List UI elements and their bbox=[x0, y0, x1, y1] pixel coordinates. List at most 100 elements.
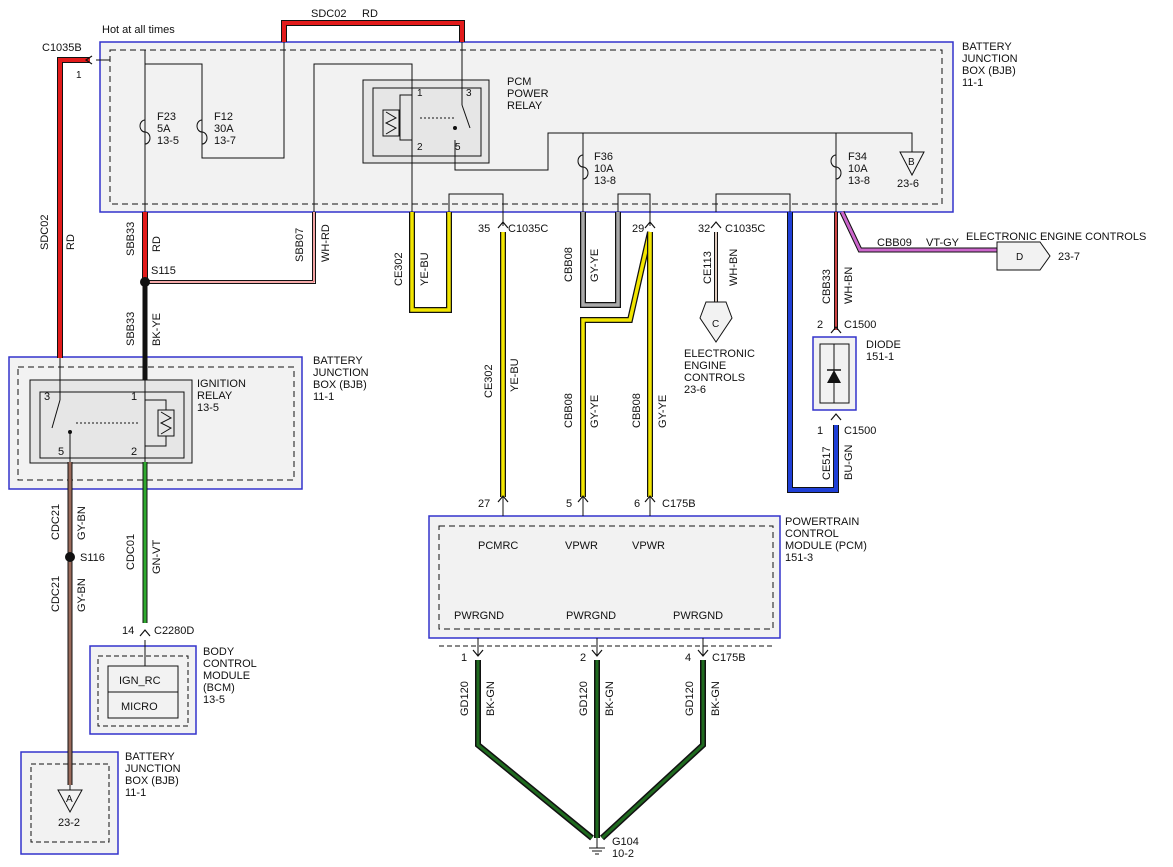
sdc02-code: SDC02 bbox=[39, 215, 51, 250]
pin-32: 32 bbox=[698, 223, 710, 235]
f36-amp: 10A bbox=[594, 163, 614, 175]
bjb-top-t3: BOX (BJB) bbox=[962, 65, 1016, 77]
bcm-t2: CONTROL bbox=[203, 658, 257, 670]
cbb08b-color: GY-YE bbox=[589, 395, 601, 428]
gd120c-code: GD120 bbox=[684, 681, 696, 716]
ce302b-color: YE-BU bbox=[509, 358, 521, 392]
bjb-top-t1: BATTERY bbox=[962, 41, 1012, 53]
bjb-bot-t2: JUNCTION bbox=[125, 763, 181, 775]
splice-s115 bbox=[140, 277, 150, 287]
ign-pin3: 3 bbox=[44, 391, 50, 403]
wire-sbb07 bbox=[145, 212, 316, 284]
c1035c-a: C1035C bbox=[508, 223, 548, 235]
cdc01-code: CDC01 bbox=[125, 534, 137, 570]
c1035b-label: C1035B bbox=[42, 42, 82, 54]
pcm-t1: POWERTRAIN bbox=[785, 516, 859, 528]
ign-bjb-ref: 11-1 bbox=[313, 391, 334, 403]
ce517-code: CE517 bbox=[821, 446, 833, 480]
bcm-t1: BODY bbox=[203, 646, 235, 658]
pcm-relay-t3: RELAY bbox=[507, 100, 543, 112]
ce302a-code: CE302 bbox=[393, 252, 405, 286]
s115-label: S115 bbox=[151, 265, 176, 277]
ign-pin2: 2 bbox=[131, 446, 137, 458]
wire-cbb08 bbox=[580, 212, 653, 497]
triangle-a bbox=[57, 785, 83, 814]
pin-27: 27 bbox=[478, 498, 490, 510]
diode-label: DIODE bbox=[866, 339, 901, 351]
cbb33-color: WH-BN bbox=[843, 267, 855, 304]
gd120a-color: BK-GN bbox=[485, 681, 497, 716]
f23-amp: 5A bbox=[157, 123, 171, 135]
pin-14: 14 bbox=[122, 625, 134, 637]
sbb33-code: SBB33 bbox=[125, 222, 137, 256]
pcm-relay-pin5: 5 bbox=[455, 142, 461, 153]
eec-ref: 23-6 bbox=[684, 384, 706, 396]
s116-label: S116 bbox=[80, 552, 105, 564]
f36-label: F36 bbox=[594, 151, 613, 163]
c1035b-pin: 1 bbox=[76, 70, 82, 81]
f34-amp: 10A bbox=[848, 163, 868, 175]
c1500b-pin: 1 bbox=[817, 425, 823, 437]
pcm-pin-stubs bbox=[439, 497, 773, 655]
pentagon-c bbox=[699, 301, 733, 343]
c1500b-label: C1500 bbox=[844, 425, 876, 437]
f36-ref: 13-8 bbox=[594, 175, 616, 187]
f34-ref: 13-8 bbox=[848, 175, 870, 187]
g104-ref: 10-2 bbox=[612, 848, 634, 860]
bjb-bot-t1: BATTERY bbox=[125, 751, 175, 763]
wire-ce517 bbox=[787, 212, 839, 493]
f12-amp: 30A bbox=[214, 123, 234, 135]
ign-pin5: 5 bbox=[58, 446, 64, 458]
wire-ce302-loop bbox=[409, 212, 452, 313]
bjb-top-t2: JUNCTION bbox=[962, 53, 1018, 65]
pcm-gnd3: PWRGND bbox=[673, 610, 723, 622]
c2280d-label: C2280D bbox=[154, 625, 194, 637]
c1035c-b: C1035C bbox=[725, 223, 765, 235]
sbb07-code: SBB07 bbox=[294, 228, 306, 262]
ce302b-code: CE302 bbox=[483, 364, 495, 398]
gd120b-color: BK-GN bbox=[604, 681, 616, 716]
pcm-relay-pin3: 3 bbox=[466, 88, 472, 99]
pcm-vpwr2: VPWR bbox=[632, 540, 665, 552]
pin-1g: 1 bbox=[461, 652, 467, 664]
pcm-t3: MODULE (PCM) bbox=[785, 540, 867, 552]
a-ref: 23-2 bbox=[58, 817, 80, 829]
gd120c-color: BK-GN bbox=[710, 681, 722, 716]
cbb08a-code: CBB08 bbox=[563, 247, 575, 282]
pcm-t2: CONTROL bbox=[785, 528, 839, 540]
cbb09-color: VT-GY bbox=[926, 237, 960, 249]
pcm-relay-pin2: 2 bbox=[417, 142, 423, 153]
bjb-bot-ref: 11-1 bbox=[125, 787, 146, 799]
sdc02-top: SDC02 bbox=[311, 8, 346, 20]
pin-4g: 4 bbox=[685, 652, 691, 664]
pcm-relay-t1: PCM bbox=[507, 76, 531, 88]
d-letter: D bbox=[1016, 252, 1023, 263]
pcm-gnd2: PWRGND bbox=[566, 610, 616, 622]
ign-relay-t2: RELAY bbox=[197, 390, 233, 402]
sdc02-color: RD bbox=[65, 234, 77, 250]
cdc01-color: GN-VT bbox=[151, 540, 163, 575]
pcm-gnd1: PWRGND bbox=[454, 610, 504, 622]
f12-ref: 13-7 bbox=[214, 135, 236, 147]
c175b-top: C175B bbox=[662, 498, 696, 510]
ground-symbol bbox=[589, 838, 605, 855]
pcm-vpwr1: VPWR bbox=[565, 540, 598, 552]
sbb33b-code: SBB33 bbox=[125, 312, 137, 346]
bcm-t3: MODULE bbox=[203, 670, 250, 682]
c1500a-label: C1500 bbox=[844, 319, 876, 331]
gd120a-code: GD120 bbox=[459, 681, 471, 716]
wire-cbb09 bbox=[839, 210, 997, 253]
eec-t3: CONTROLS bbox=[684, 372, 745, 384]
bjb-bot-t3: BOX (BJB) bbox=[125, 775, 179, 787]
wire-gd120 bbox=[475, 660, 706, 841]
cbb33-code: CBB33 bbox=[821, 269, 833, 304]
cbb08c-color: GY-YE bbox=[657, 395, 669, 428]
sbb33b-color: BK-YE bbox=[151, 313, 163, 346]
a-letter: A bbox=[66, 794, 73, 805]
d-ref: 23-7 bbox=[1058, 251, 1080, 263]
cbb08a-color: GY-YE bbox=[589, 249, 601, 282]
cdc21b-code: CDC21 bbox=[50, 576, 62, 612]
bcm-t4: (BCM) bbox=[203, 682, 235, 694]
rd-top: RD bbox=[362, 8, 378, 20]
cdc21a-code: CDC21 bbox=[50, 504, 62, 540]
